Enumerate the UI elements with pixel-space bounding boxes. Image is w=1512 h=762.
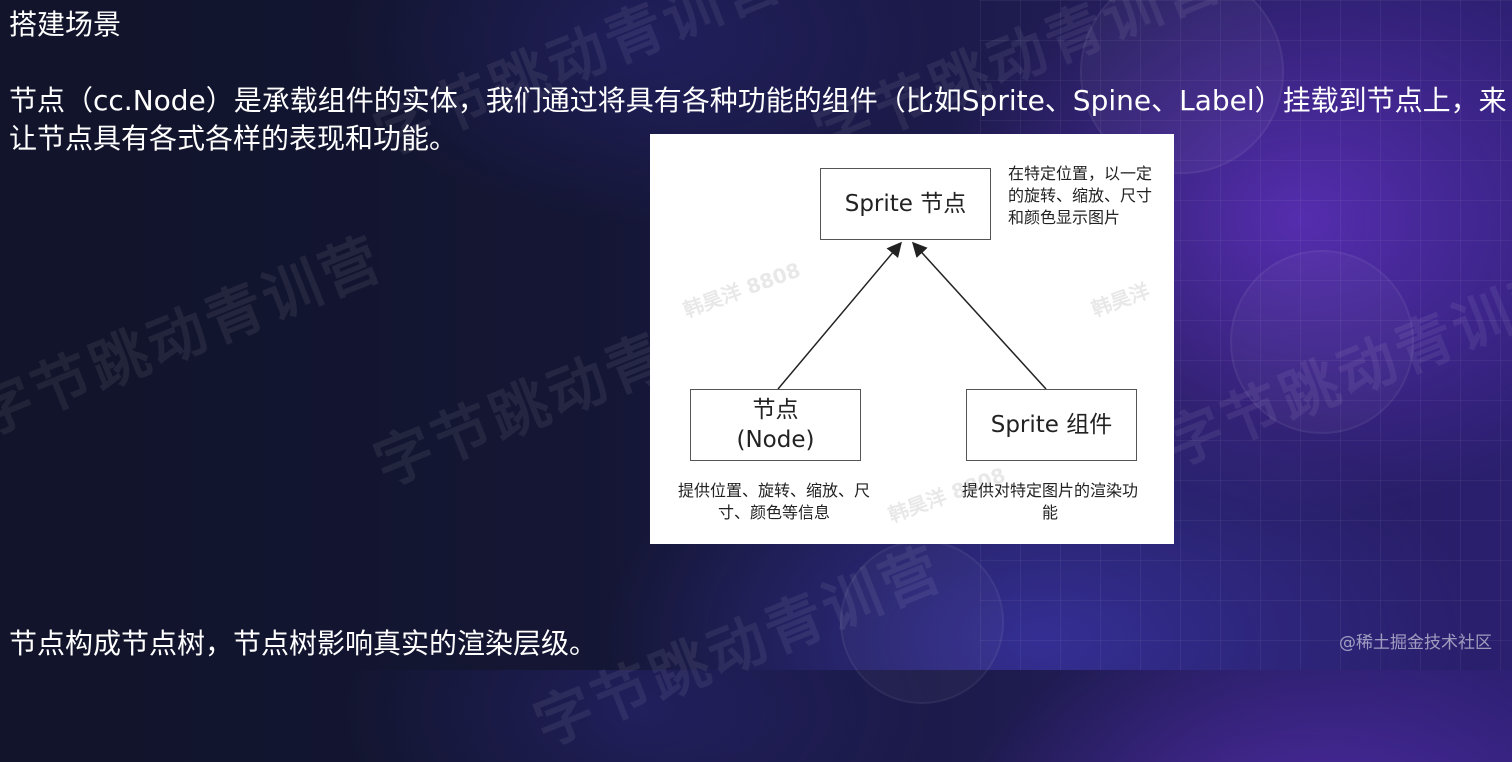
source-credit: @稀土掘金技术社区 — [1339, 633, 1492, 653]
diagram-arrows — [777, 241, 1047, 390]
slide-title: 搭建场景 — [9, 8, 122, 41]
node-note: 提供位置、旋转、缩放、尺寸、颜色等信息 — [677, 481, 870, 522]
sprite-component-box: Sprite 组件 — [966, 389, 1137, 461]
sprite-component-label: Sprite 组件 — [990, 412, 1113, 438]
sprite-component-note: 提供对特定图片的渲染功能 — [961, 481, 1138, 522]
slide-paragraph: 节点（cc.Node）是承载组件的实体，我们通过将具有各种功能的组件（比如Spr… — [9, 84, 1507, 155]
node-label-line2: (Node) — [736, 427, 815, 453]
sprite-node-label: Sprite 节点 — [844, 191, 967, 217]
slide-footer-text: 节点构成节点树，节点树影响真实的渲染层级。 — [9, 627, 598, 660]
arrow-component-to-sprite-node — [911, 241, 1047, 390]
node-box: 节点 (Node) — [690, 389, 861, 461]
arrow-node-to-sprite-node — [777, 241, 902, 390]
node-label-line1: 节点 — [752, 397, 799, 423]
brand-watermark: 字节跳动青训营 — [0, 223, 393, 450]
node-component-diagram: 韩昊洋 8808 韩昊洋 韩昊洋 8808 Sprite 节点 在特定位置，以一… — [650, 134, 1174, 544]
decorative-circle — [840, 540, 1004, 704]
sprite-node-box: Sprite 节点 — [820, 168, 991, 240]
sprite-node-note: 在特定位置，以一定的旋转、缩放、尺寸和颜色显示图片 — [1008, 164, 1153, 227]
decorative-circle — [1230, 250, 1414, 434]
